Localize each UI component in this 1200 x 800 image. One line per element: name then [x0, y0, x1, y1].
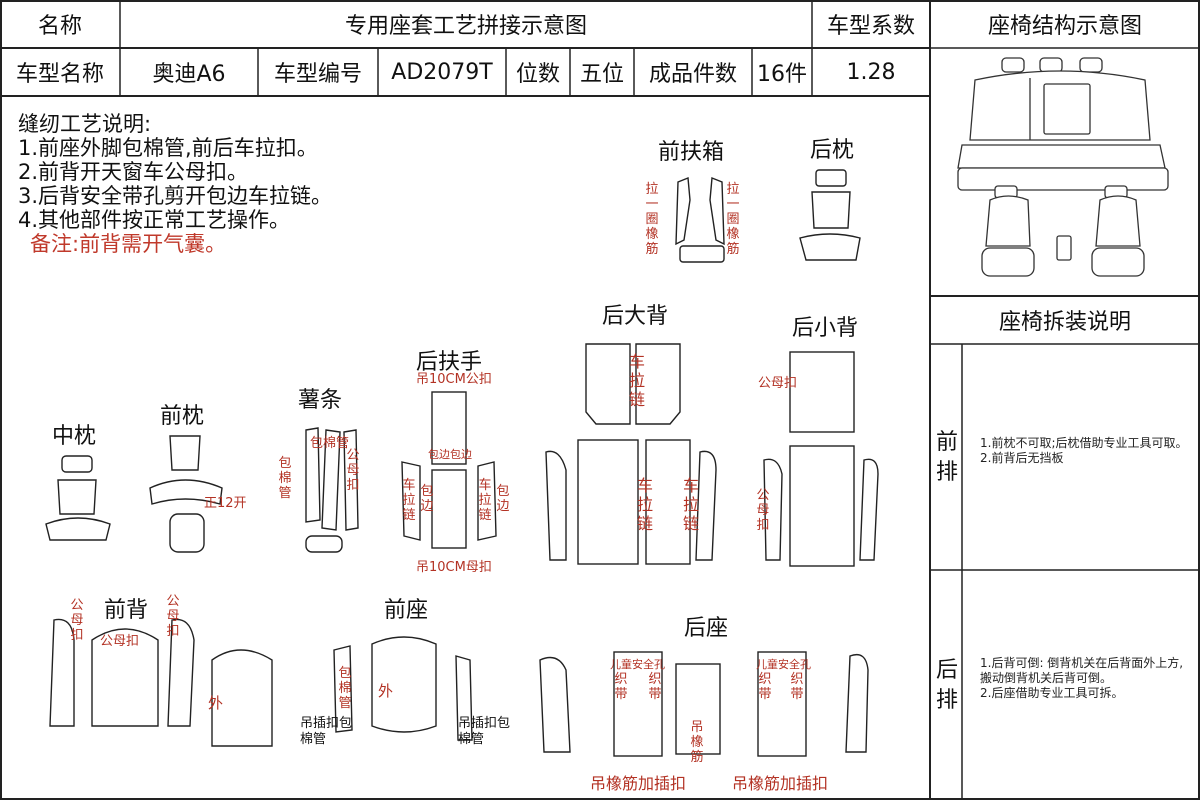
assembly-title: 座椅拆装说明 [998, 310, 1131, 335]
model-no-value: AD2079T [391, 59, 493, 85]
section-rear-small-back: 后小背 [792, 316, 859, 341]
section-strip: 薯条 [298, 388, 343, 413]
label-pull-rope-left: 拉一圈橡筋 [645, 182, 659, 257]
rear-armrest-pieces [401, 391, 497, 549]
coef-label: 车型系数 [826, 14, 915, 39]
section-middle-pillow: 中枕 [52, 424, 97, 449]
label-snap-front-back: 公母扣 [100, 634, 140, 649]
seats-value: 五位 [579, 62, 624, 87]
label-zipper-armrest-left: 车拉链 [402, 478, 416, 523]
section-rear-pillow: 后枕 [810, 138, 855, 163]
label-zipper-big-back-2: 车拉链 [636, 476, 653, 533]
label-tube-strip: 包棉管 [278, 456, 292, 501]
front-row-label: 前排 [935, 430, 958, 485]
model-name-value: 奥迪A6 [152, 62, 226, 87]
note-item: 4.其他部件按正常工艺操作。 [18, 208, 291, 232]
notes-title: 缝纫工艺说明: [18, 112, 152, 136]
label-snap-front-back-right: 公母扣 [166, 594, 180, 639]
front-box-pieces [675, 177, 725, 263]
section-front-seat: 前座 [384, 598, 429, 623]
label-zipper-big-back: 车拉链 [628, 352, 645, 409]
label-belt-right-1: 织带 [758, 672, 772, 702]
rear-row-text: 1.后背可倒: 倒背机关在后背面外上方, 搬动倒背机关后背可倒。 2.后座借助专… [980, 656, 1184, 700]
rear-seat-pieces [539, 651, 869, 757]
label-edge-top: 包边包边 [428, 448, 472, 461]
label-edge-right: 包边 [496, 484, 510, 514]
rear-row-label: 后排 [935, 658, 958, 713]
label-front-open: 正12开 [204, 496, 247, 511]
section-rear-big-back: 后大背 [602, 304, 669, 329]
section-rear-seat: 后座 [684, 616, 729, 641]
label-child-belt-left: 儿童安全孔 [610, 658, 665, 671]
label-edge-strip: 包棉管 [310, 436, 350, 451]
name-label: 名称 [37, 14, 82, 39]
label-snap-strip: 公母扣 [346, 448, 360, 493]
section-front-pillow: 前枕 [160, 404, 205, 429]
front-pillow-pieces [149, 435, 223, 553]
section-front-back: 前背 [104, 598, 149, 623]
front-back-pieces [49, 618, 273, 747]
rear-pillow-pieces [799, 169, 861, 261]
struct-title: 座椅结构示意图 [987, 14, 1142, 39]
seats-label: 位数 [515, 62, 560, 87]
pieces-label: 成品件数 [648, 62, 737, 87]
coef-value: 1.28 [846, 59, 896, 85]
label-pull-rope-right: 拉一圈橡筋 [726, 182, 740, 257]
label-zipper-big-back-3: 车拉链 [682, 476, 699, 533]
seat-structure-illustration [957, 57, 1169, 277]
label-hook-rubber: 吊橡筋 [690, 720, 704, 765]
label-snap-small-back: 公母扣 [758, 376, 798, 391]
model-name-label: 车型名称 [15, 62, 104, 87]
rear-small-back-pieces [763, 351, 879, 567]
section-rear-armrest: 后扶手 [416, 350, 483, 375]
label-hook10-top: 吊10CM公扣 [416, 372, 492, 387]
label-belt-left-1: 织带 [614, 672, 628, 702]
label-belt-right-2: 织带 [790, 672, 804, 702]
note-item: 2.前背开天窗车公母扣。 [18, 160, 249, 184]
page-title: 专用座套工艺拼接示意图 [344, 14, 587, 39]
label-belt-left-2: 织带 [648, 672, 662, 702]
label-zipper-armrest-right: 车拉链 [478, 478, 492, 523]
label-tube-front-seat: 包棉管 [338, 666, 352, 711]
notes-remark: 备注:前背需开气囊。 [30, 232, 227, 256]
section-front-box: 前扶箱 [658, 140, 725, 165]
label-edge-left: 包边 [420, 484, 434, 514]
model-no-label: 车型编号 [273, 62, 362, 87]
strip-pieces [305, 427, 359, 553]
label-child-belt-right: 儿童安全孔 [756, 658, 811, 671]
rear-big-back-pieces [545, 343, 717, 565]
sewing-notes: 缝纫工艺说明: 1.前座外脚包棉管,前后车拉扣。 2.前背开天窗车公母扣。 3.… [18, 112, 332, 256]
label-hook-tube-right: 吊插扣包棉管 [458, 716, 511, 747]
label-snap-small-back-v: 公母扣 [756, 488, 770, 533]
label-hook-rubber-add-left: 吊橡筋加插扣 [590, 774, 687, 793]
label-hook10-bottom: 吊10CM母扣 [416, 560, 492, 575]
front-seat-pieces [333, 636, 473, 741]
note-item: 1.前座外脚包棉管,前后车拉扣。 [18, 136, 318, 160]
label-hook-rubber-add-right: 吊橡筋加插扣 [732, 774, 829, 793]
label-hook-tube-left: 吊插扣包棉管 [300, 716, 353, 747]
front-row-text: 1.前枕不可取;后枕借助专业工具可取。 2.前背后无挡板 [980, 436, 1188, 465]
label-outer-front-back: 外 [208, 694, 224, 712]
label-outer-front-seat: 外 [378, 682, 394, 700]
note-item: 3.后背安全带孔剪开包边车拉链。 [18, 184, 333, 208]
label-snap-front-back-left: 公母扣 [70, 598, 84, 643]
middle-pillow-pieces [45, 455, 111, 541]
pieces-value: 16件 [757, 62, 807, 87]
